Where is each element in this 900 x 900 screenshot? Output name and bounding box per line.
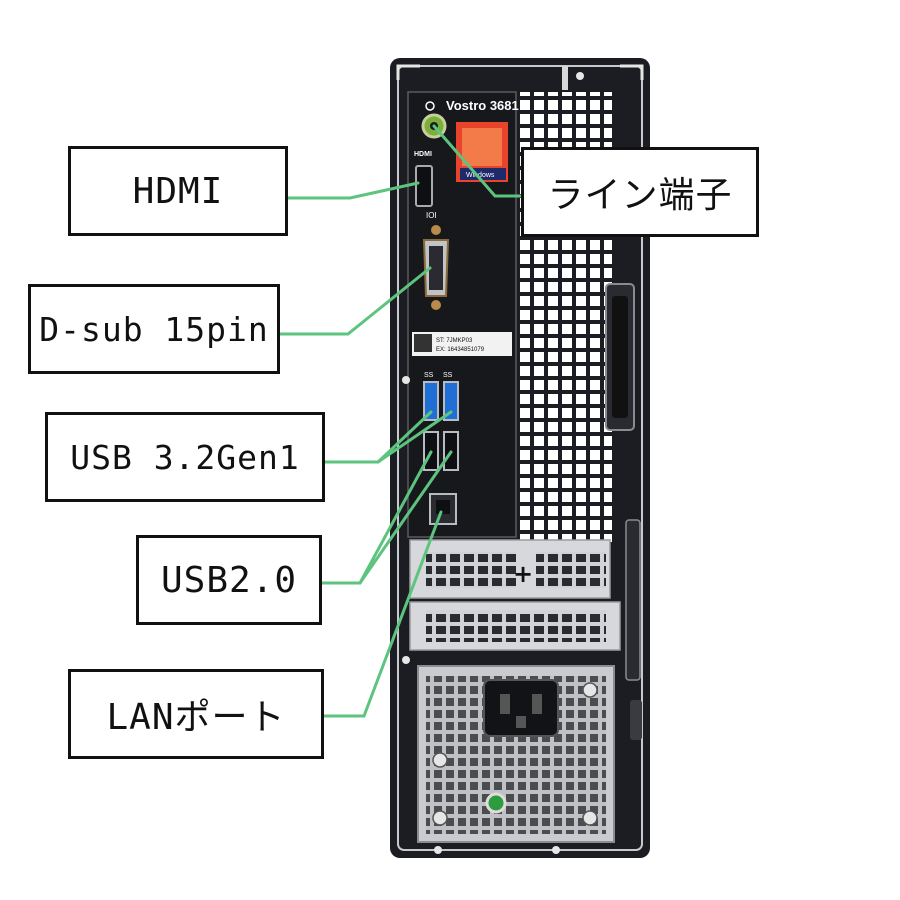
hdmi-port[interactable] <box>415 165 433 207</box>
lan-port-group <box>429 493 457 525</box>
leader-usb20-b <box>358 450 453 585</box>
chassis-screws <box>402 72 584 854</box>
leader-hdmi <box>286 181 420 200</box>
callout-usb32: USB 3.2Gen1 <box>45 412 325 502</box>
slot-plus-mark: + <box>513 560 533 588</box>
vga-port-group: IOI <box>422 211 450 310</box>
usb3-ports: SS SS <box>423 372 459 421</box>
service-tag-sticker: ST: 7JMKP03 EX: 16434851079 <box>412 332 512 356</box>
service-tag-line-1: ST: 7JMKP03 <box>436 338 473 344</box>
vga-mark: IOI <box>426 211 437 220</box>
model-area: Vostro 3681 Windows <box>421 98 519 182</box>
leader-lines <box>278 124 523 718</box>
usb3-port-b[interactable] <box>443 381 459 421</box>
callout-lan: LANポート <box>68 669 324 759</box>
leader-usb32-b <box>376 410 453 464</box>
windows-sticker-text: Windows <box>466 172 495 179</box>
usb3-port-a[interactable] <box>423 381 439 421</box>
power-led <box>485 792 507 814</box>
power-supply <box>417 665 615 843</box>
model-label: Vostro 3681 <box>446 98 519 113</box>
hdmi-mark: HDMI <box>414 151 432 158</box>
leader-lan <box>322 510 443 718</box>
chassis-handle <box>605 283 642 740</box>
hdmi-port-group: HDMI <box>414 151 433 207</box>
service-tag-line-2: EX: 16434851079 <box>436 347 485 353</box>
usb3-mark-a: SS <box>424 372 434 379</box>
headphone-icon <box>425 101 435 111</box>
callout-line-jack: ライン端子 <box>521 147 759 237</box>
callout-dsub: D-sub 15pin <box>28 284 280 374</box>
leader-line-jack <box>432 124 523 198</box>
callout-hdmi: HDMI <box>68 146 288 236</box>
expansion-slots: + <box>409 539 621 651</box>
leader-dsub <box>278 266 432 336</box>
callout-usb20: USB2.0 <box>136 535 322 625</box>
usb3-mark-b: SS <box>443 372 453 379</box>
